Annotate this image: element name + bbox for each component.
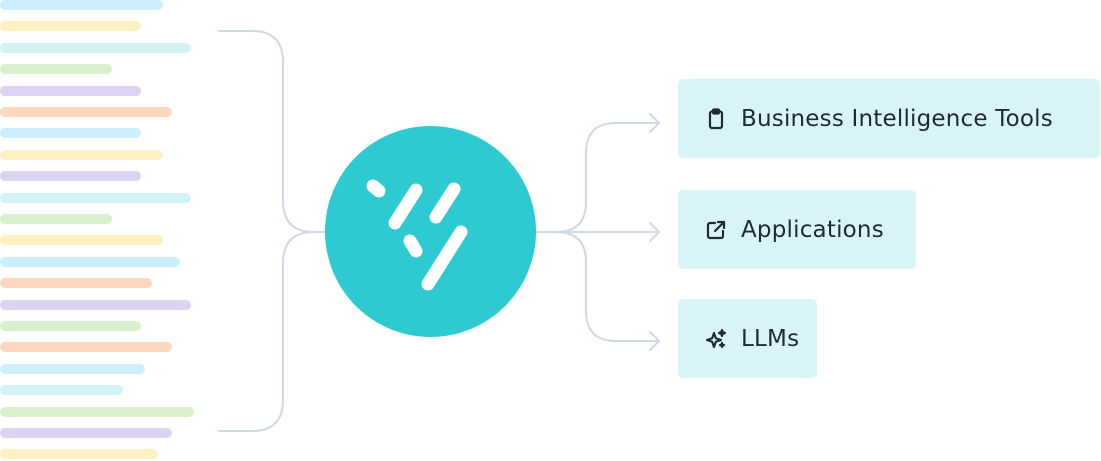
source-stripe bbox=[0, 214, 112, 224]
destination-label: LLMs bbox=[741, 325, 800, 352]
source-stripe bbox=[0, 235, 163, 245]
source-stripe bbox=[0, 449, 158, 459]
source-stripe bbox=[0, 364, 145, 374]
source-stripe bbox=[0, 193, 191, 203]
clipboard-icon bbox=[704, 107, 728, 131]
source-stripe bbox=[0, 64, 112, 74]
source-stripe bbox=[0, 21, 141, 31]
hub-circle bbox=[325, 126, 536, 337]
destination-applications[interactable]: Applications bbox=[678, 190, 916, 269]
source-stripe bbox=[0, 321, 141, 331]
source-stripe bbox=[0, 407, 194, 417]
branch-connector bbox=[535, 122, 660, 342]
brand-logo-icon bbox=[366, 179, 468, 291]
source-stripe bbox=[0, 385, 123, 395]
source-stripe bbox=[0, 428, 172, 438]
source-stripe bbox=[0, 86, 141, 96]
source-stripe bbox=[0, 0, 163, 10]
source-stripe bbox=[0, 171, 141, 181]
arrow-head-applications bbox=[649, 222, 660, 242]
source-bracket bbox=[218, 30, 326, 432]
sparkles-icon bbox=[704, 327, 728, 351]
destination-label: Applications bbox=[741, 216, 884, 243]
source-stripe bbox=[0, 128, 141, 138]
destination-label: Business Intelligence Tools bbox=[741, 105, 1053, 132]
source-stripe bbox=[0, 300, 191, 310]
destination-llms[interactable]: LLMs bbox=[678, 299, 817, 378]
arrow-head-llms bbox=[649, 331, 660, 351]
source-stripe bbox=[0, 43, 191, 53]
arrow-head-bi bbox=[649, 113, 660, 133]
source-stripe bbox=[0, 257, 180, 267]
external-link-icon bbox=[704, 218, 728, 242]
source-stripe bbox=[0, 107, 172, 117]
source-stripe bbox=[0, 278, 152, 288]
source-stripe bbox=[0, 150, 163, 160]
destination-business-intelligence-tools[interactable]: Business Intelligence Tools bbox=[678, 79, 1100, 158]
source-stripe bbox=[0, 342, 172, 352]
